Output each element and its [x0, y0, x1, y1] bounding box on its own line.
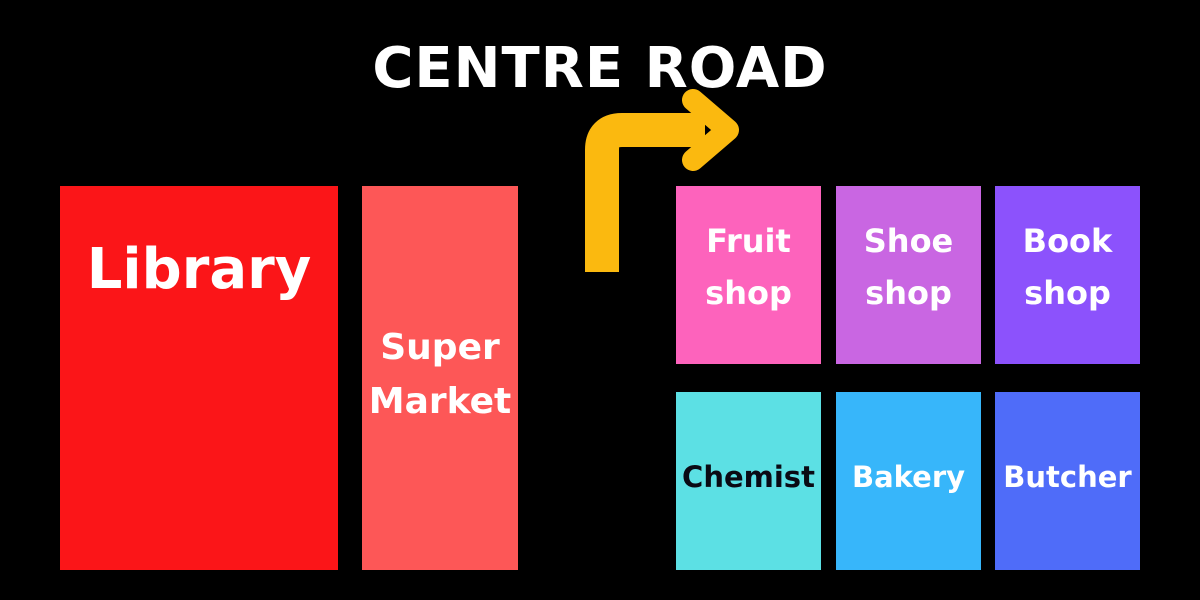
supermarket-label-line-1: Super: [380, 327, 500, 368]
fruit-shop-building: Fruit shop: [676, 186, 821, 364]
fruit-shop-label-line-1: Fruit: [706, 222, 791, 260]
bakery-building: Bakery: [836, 392, 981, 570]
book-shop-label-line-1: Book: [1022, 222, 1113, 260]
supermarket-label-line-2: Market: [368, 381, 512, 422]
arrow-head: [682, 89, 739, 171]
shoe-shop-label-line-2: shop: [865, 274, 952, 312]
shoe-shop-label-line-1: Shoe: [863, 222, 954, 260]
butcher-building: Butcher: [995, 392, 1140, 570]
supermarket-building: Super Market: [362, 186, 518, 570]
chemist-building: Chemist: [676, 392, 821, 570]
fruit-shop-label-line-2: shop: [705, 274, 792, 312]
book-shop-building: Book shop: [995, 186, 1140, 364]
butcher-label: Butcher: [1003, 460, 1132, 494]
chemist-label: Chemist: [682, 460, 815, 494]
road-name-label: CENTRE ROAD: [372, 36, 828, 101]
book-shop-label-line-2: shop: [1024, 274, 1111, 312]
library-building: Library: [60, 186, 338, 570]
library-label: Library: [86, 237, 312, 302]
shoe-shop-building: Shoe shop: [836, 186, 981, 364]
bakery-label: Bakery: [851, 460, 966, 494]
